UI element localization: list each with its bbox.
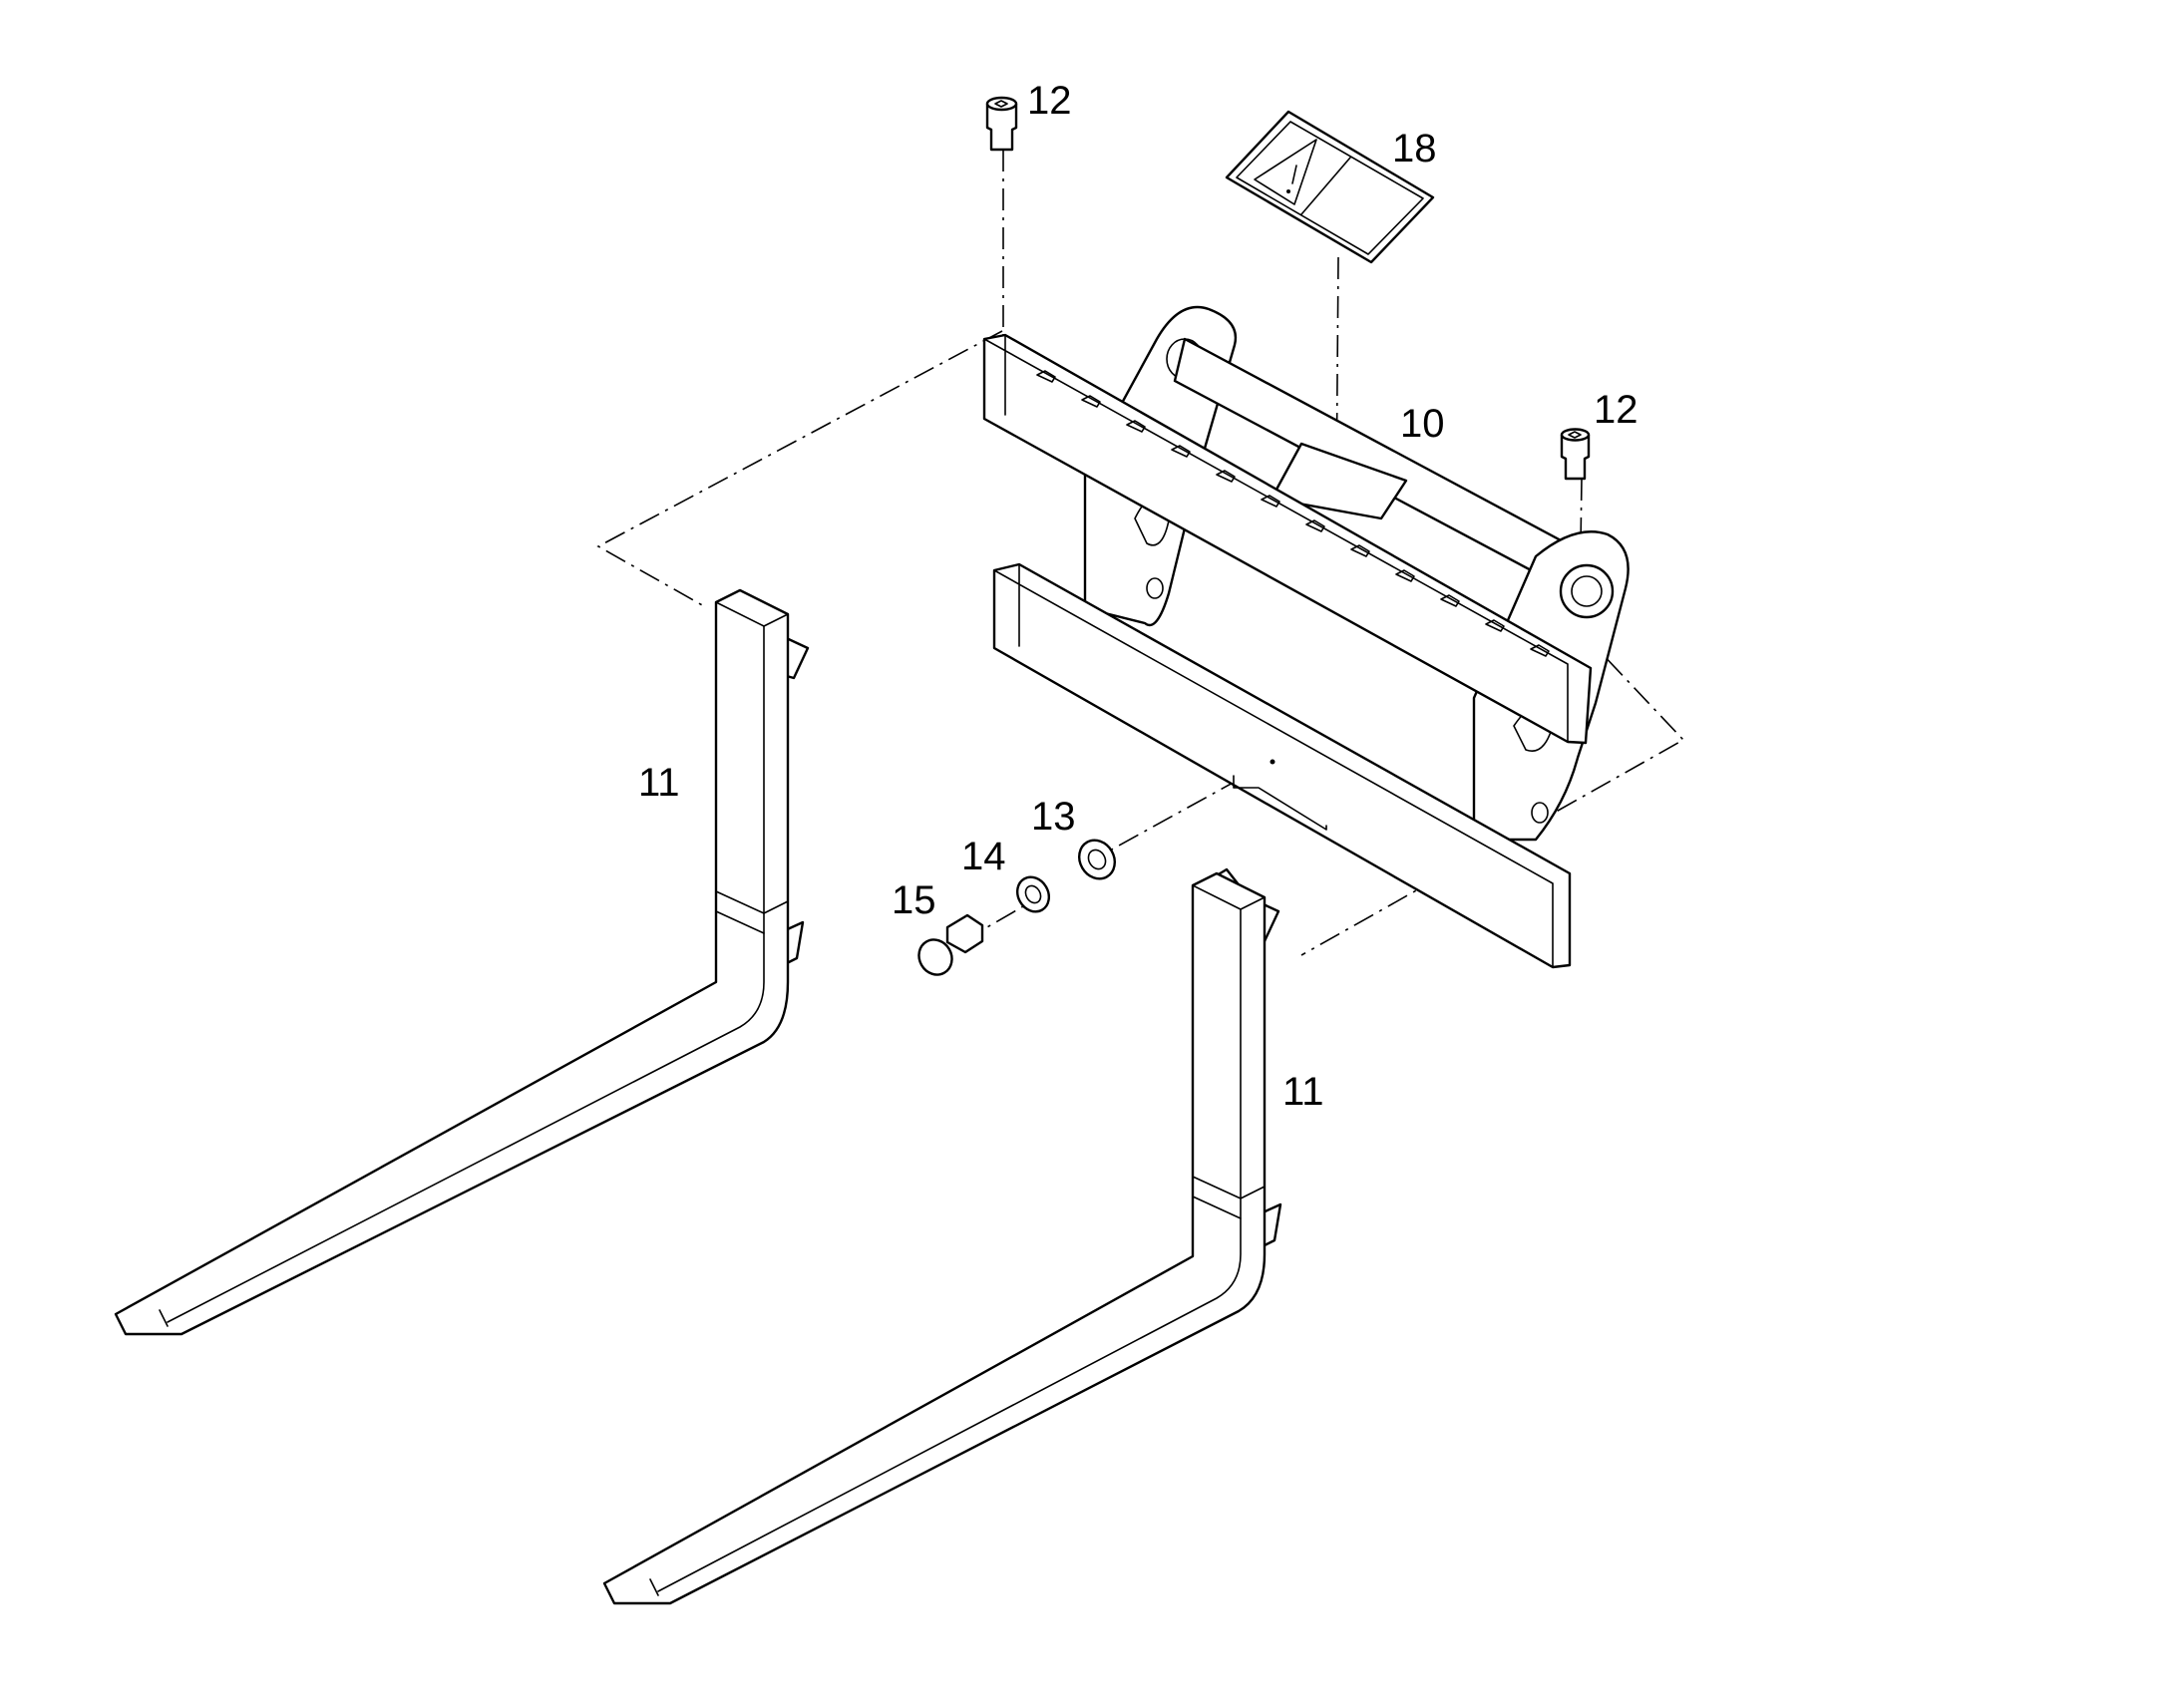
callout-bolt: 15 xyxy=(892,878,936,922)
callout-labels: 10 11 11 12 12 13 14 15 18 xyxy=(638,79,1638,1114)
callout-screw-right: 12 xyxy=(1594,388,1638,432)
callout-lock-washer: 14 xyxy=(961,835,1006,878)
warning-label xyxy=(1225,110,1435,264)
screw-left xyxy=(985,96,1018,152)
fork-left xyxy=(114,588,810,1336)
callout-fork-left: 11 xyxy=(638,761,680,805)
callout-carriage: 10 xyxy=(1400,402,1445,446)
callout-washer: 13 xyxy=(1031,795,1076,839)
fork-right xyxy=(602,867,1282,1605)
washer xyxy=(1078,839,1116,880)
warning-triangle-icon xyxy=(1254,139,1317,205)
callout-screw-left: 12 xyxy=(1027,79,1072,123)
screw-right xyxy=(1560,428,1591,481)
hex-bolt xyxy=(917,913,984,976)
fork-carriage xyxy=(982,305,1630,969)
callout-warning-label: 18 xyxy=(1392,127,1437,171)
callout-fork-right: 11 xyxy=(1282,1070,1324,1114)
lock-washer xyxy=(1015,875,1051,913)
